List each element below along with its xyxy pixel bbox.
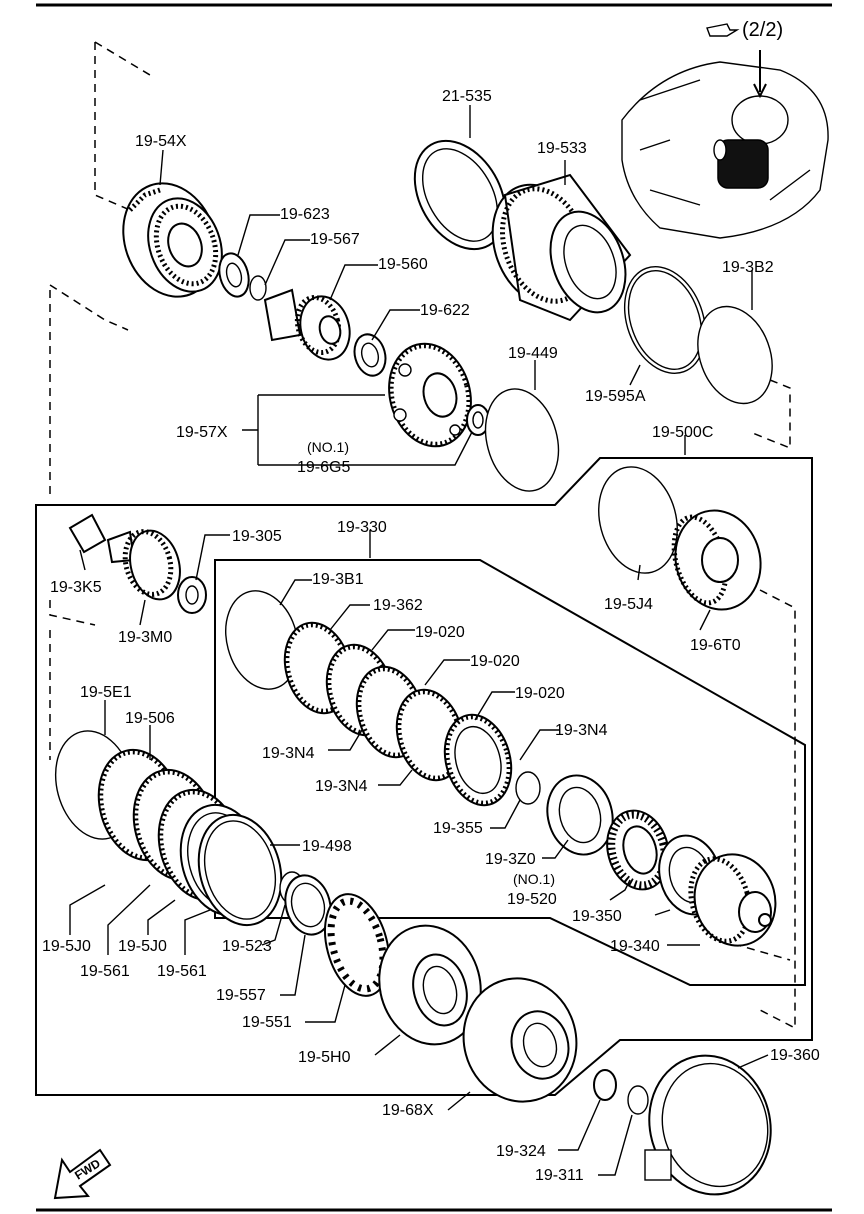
callout-labels: 21-535 19-533 19-54X 19-623 19-567 19-56… <box>42 88 820 1184</box>
callout-19-449: 19-449 <box>508 345 558 362</box>
callout-19-020-first: 19-020 <box>415 624 465 641</box>
callout-19-57x: 19-57X <box>176 424 228 441</box>
callout-19-6g5: 19-6G5 <box>297 459 350 476</box>
part-19-54x-carrier <box>122 182 223 298</box>
part-19-560-gear <box>263 288 351 361</box>
callout-no1-upper: (NO.1) <box>307 439 349 455</box>
part-19-3m0-gear <box>106 529 181 601</box>
callout-19-54x: 19-54X <box>135 133 187 150</box>
assembly-boundary-19-500c <box>35 457 813 1096</box>
callout-19-557: 19-557 <box>216 987 266 1004</box>
part-19-622-washer <box>353 333 387 377</box>
callout-19-355: 19-355 <box>433 820 483 837</box>
callout-19-360: 19-360 <box>770 1047 820 1064</box>
part-19-57x-carrier <box>388 342 472 448</box>
callout-19-3n4-second: 19-3N4 <box>555 722 608 739</box>
pointing-hand-icon <box>706 23 740 37</box>
callout-19-324: 19-324 <box>496 1143 546 1160</box>
part-19-355-ring <box>515 771 541 805</box>
callout-19-020-second: 19-020 <box>470 653 520 670</box>
callout-19-551: 19-551 <box>242 1014 292 1031</box>
callout-19-3k5: 19-3K5 <box>50 579 102 596</box>
callout-19-500c: 19-500C <box>652 424 713 441</box>
part-19-340-hub <box>688 853 777 947</box>
callout-19-305: 19-305 <box>232 528 282 545</box>
part-19-360-brake-band <box>644 1054 772 1196</box>
part-19-3b2-snap-ring <box>697 305 773 405</box>
callout-19-350: 19-350 <box>572 908 622 925</box>
callout-19-5e1: 19-5E1 <box>80 684 132 701</box>
callout-19-506: 19-506 <box>125 710 175 727</box>
part-19-5j4-snap-ring <box>598 466 678 574</box>
part-21-535-plate <box>413 139 507 251</box>
callout-19-561-second: 19-561 <box>157 963 207 980</box>
callout-19-6t0: 19-6T0 <box>690 637 741 654</box>
callout-19-311: 19-311 <box>535 1167 584 1184</box>
part-19-5h0-piston <box>378 924 482 1046</box>
callout-19-523: 19-523 <box>222 938 272 955</box>
callout-19-5j0-second: 19-5J0 <box>118 938 167 955</box>
callout-no1-lower: (NO.1) <box>513 871 555 887</box>
transmission-inset: (2/2) <box>621 19 829 239</box>
callout-19-3b2: 19-3B2 <box>722 259 774 276</box>
alignment-guides <box>49 41 796 1030</box>
callout-19-5j0-first: 19-5J0 <box>42 938 91 955</box>
lower-clutch-plate-stack <box>97 748 283 927</box>
callout-19-3z0: 19-3Z0 <box>485 851 536 868</box>
part-19-305-washer <box>177 576 207 614</box>
part-19-567-ring <box>249 275 267 301</box>
forward-arrow: FWD <box>53 1148 112 1200</box>
callout-19-595a: 19-595A <box>585 388 646 405</box>
callout-19-3n4-third: 19-3N4 <box>315 778 368 795</box>
callout-19-3n4-first: 19-3N4 <box>262 745 315 762</box>
callout-19-560: 19-560 <box>378 256 428 273</box>
callout-19-533: 19-533 <box>537 140 587 157</box>
part-19-311-ring <box>627 1085 649 1115</box>
page-reference-label: (2/2) <box>742 19 783 41</box>
callout-19-498: 19-498 <box>302 838 352 855</box>
callout-21-535: 21-535 <box>442 88 492 105</box>
callout-19-330: 19-330 <box>337 519 387 536</box>
callout-19-622: 19-622 <box>420 302 470 319</box>
callout-19-3b1: 19-3B1 <box>312 571 364 588</box>
part-19-595a-ring <box>623 266 707 374</box>
callout-19-567: 19-567 <box>310 231 360 248</box>
part-19-6t0-piston <box>671 509 762 611</box>
part-19-520-one-way-clutch <box>606 809 670 891</box>
callout-19-623: 19-623 <box>280 206 330 223</box>
assembly-boundary-19-330 <box>214 559 806 986</box>
part-19-533-drum <box>491 173 632 322</box>
callout-19-5h0: 19-5H0 <box>298 1049 351 1066</box>
callout-19-020-third: 19-020 <box>515 685 565 702</box>
part-19-623-washer <box>218 252 250 298</box>
part-19-68x-housing <box>462 977 578 1103</box>
callout-19-68x: 19-68X <box>382 1102 434 1119</box>
callout-19-561-first: 19-561 <box>80 963 130 980</box>
part-19-324-washer <box>593 1069 617 1101</box>
part-19-449-snap-ring <box>484 388 560 492</box>
callout-19-362: 19-362 <box>373 597 423 614</box>
callout-19-520: 19-520 <box>507 891 557 908</box>
callout-19-340: 19-340 <box>610 938 660 955</box>
leader-lines <box>69 105 769 1176</box>
callout-19-5j4: 19-5J4 <box>604 596 653 613</box>
page-reference: (2/2) <box>706 19 783 41</box>
clutch-plate-stack <box>283 621 513 807</box>
part-19-551-return-spring <box>324 893 390 997</box>
part-19-557-ring <box>284 874 332 936</box>
part-19-3k5-washer <box>68 513 107 554</box>
callout-19-3m0: 19-3M0 <box>118 629 172 646</box>
fwd-arrow-icon <box>53 1148 112 1200</box>
